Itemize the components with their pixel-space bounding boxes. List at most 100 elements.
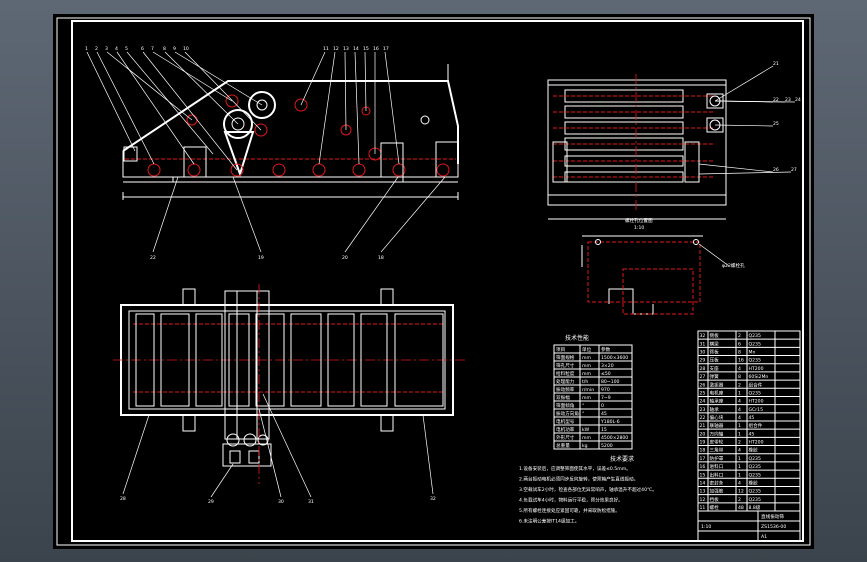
parts-cell: 16 — [738, 358, 744, 364]
detail-title: 螺栓孔位置图 — [625, 217, 653, 224]
part-balloon: 7 — [151, 46, 154, 52]
parts-cell: 18 — [700, 448, 706, 454]
outer-border — [56, 17, 811, 546]
parts-cell: 螺栓 — [710, 504, 720, 511]
parts-cell: 1 — [738, 390, 741, 396]
side-view — [547, 74, 727, 220]
leader-line — [232, 176, 262, 253]
spec-cell: 筛面规格 — [556, 354, 575, 361]
spec-cell: 970 — [601, 387, 610, 393]
parts-cell: 1 — [738, 472, 741, 478]
parts-cell: 加强筋 — [710, 488, 724, 495]
leader-line — [164, 51, 239, 125]
parts-cell: 轴承 — [710, 406, 720, 413]
detail-scale: 1:10 — [634, 225, 644, 231]
parts-cell: 45 — [749, 431, 755, 437]
spec-cell: 电机功率 — [556, 426, 575, 433]
assembly-drawing: 螺栓孔位置图 1:10 φ22螺栓孔 — [56, 17, 811, 546]
parts-cell: 8 — [738, 350, 741, 356]
parts-cell: HT200 — [749, 366, 764, 372]
parts-cell: 8.8级 — [749, 504, 761, 511]
leader-line — [174, 51, 263, 106]
parts-cell: 23 — [700, 407, 706, 413]
leader-line — [698, 171, 792, 175]
spec-cell: 振动频率 — [556, 386, 575, 393]
tech-requirement-line: 1.设备安装后，应调整筛面使其水平，误差≤0.5mm。 — [519, 465, 631, 472]
parts-cell: 19 — [700, 440, 706, 446]
leader-line — [300, 51, 326, 106]
spec-cell: mm — [582, 356, 591, 361]
part-balloon: 26 — [773, 167, 779, 173]
parts-cell: 挡板 — [710, 496, 720, 503]
parts-cell: GCr15 — [749, 407, 764, 413]
spec-table-title: 技术性能 — [565, 334, 589, 342]
parts-cell: 22 — [700, 415, 706, 421]
spec-cell: 给料粒度 — [556, 370, 575, 377]
parts-cell: 17 — [700, 456, 706, 462]
leader-line — [262, 393, 312, 498]
part-balloon: 17 — [383, 46, 389, 52]
leader-line — [210, 463, 234, 498]
spec-cell: 3×20 — [601, 363, 614, 369]
cad-viewport[interactable]: 螺栓孔位置图 1:10 φ22螺栓孔 — [53, 14, 814, 549]
leader-line — [116, 51, 195, 165]
leader-line — [344, 51, 347, 131]
leader-line — [714, 124, 774, 127]
leader-line — [380, 176, 446, 253]
leader-line — [106, 51, 193, 121]
spec-cell: ° — [582, 403, 584, 409]
spec-cell: 双振幅 — [556, 394, 570, 401]
leader-line — [152, 51, 233, 102]
title-drawing-name: 直线振动筛 — [761, 513, 784, 520]
parts-cell: 4 — [738, 366, 741, 372]
part-balloon: 2 — [95, 46, 98, 52]
parts-cell: 橡胶 — [749, 479, 759, 486]
parts-cell: Q235 — [749, 358, 761, 364]
spec-cell: r/min — [582, 387, 594, 393]
parts-cell: 2 — [738, 333, 741, 339]
spec-header-cell: 项目 — [556, 347, 565, 353]
leader-line — [142, 51, 238, 171]
parts-cell: 20 — [700, 431, 706, 437]
tech-requirement-line: 4.负载试车4小时，物料运行平稳，筛分效果良好。 — [519, 497, 623, 504]
spec-cell: mm — [582, 364, 591, 369]
parts-cell: 轴承座 — [710, 398, 724, 405]
spec-cell: 15 — [601, 427, 607, 433]
parts-cell: 26 — [700, 382, 706, 388]
part-balloon: 22 — [773, 97, 779, 103]
parts-cell: 侧板 — [710, 332, 720, 339]
parts-cell: Q235 — [749, 497, 761, 503]
spec-header-cell: 参数 — [601, 346, 611, 353]
part-balloon: 9 — [173, 46, 176, 52]
parts-cell: 27 — [700, 374, 706, 380]
tech-items: 1.设备安装后，应调整筛面使其水平，误差≤0.5mm。2.两台振动电机必须同步反… — [519, 465, 657, 525]
leader-line — [318, 51, 336, 165]
spec-cell: 0 — [601, 403, 604, 409]
parts-cell: 25 — [700, 390, 706, 396]
spec-cell: t/h — [582, 379, 588, 385]
parts-cell: 11 — [700, 505, 706, 511]
leader-line — [364, 51, 367, 112]
parts-cell: 1 — [738, 423, 741, 429]
parts-cell: 4 — [738, 448, 741, 454]
title-drawing-no: ZS1536-00 — [761, 524, 786, 530]
parts-cell: HT200 — [749, 399, 764, 405]
part-balloon: 13 — [343, 46, 349, 52]
parts-cell: 筛板 — [710, 349, 720, 356]
parts-cell: 21 — [700, 423, 706, 429]
leader-line — [344, 176, 399, 253]
spec-cell: 总重量 — [556, 442, 570, 449]
parts-cell: 1 — [738, 456, 741, 462]
leader-line — [122, 414, 150, 495]
leader-line — [698, 163, 774, 173]
tech-requirements: 技术要求 1.设备安装后，应调整筛面使其水平，误差≤0.5mm。2.两台振动电机… — [519, 455, 657, 525]
parts-cell: Mn — [749, 350, 756, 356]
spec-cell: 4500×2800 — [601, 435, 628, 441]
parts-cell: 压板 — [710, 357, 720, 364]
parts-cell: 支座 — [710, 365, 720, 372]
spec-cell: 45 — [601, 411, 607, 417]
spec-cell: ≤50 — [601, 371, 611, 377]
